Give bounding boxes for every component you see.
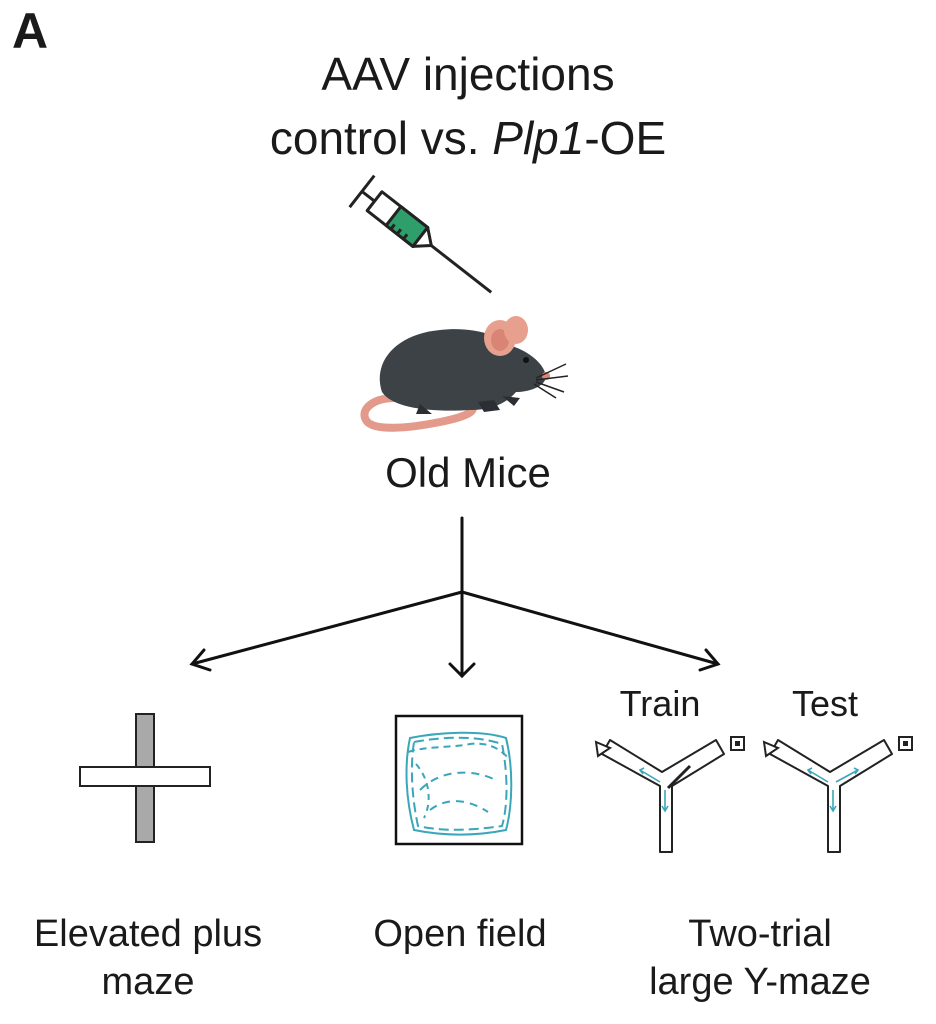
subject-label: Old Mice [385, 449, 551, 496]
plus-maze-icon [79, 713, 211, 843]
title-line-2: control vs. Plp1-OE [0, 108, 936, 168]
title-gene-name: Plp1 [492, 112, 585, 164]
y-maze-train-label: Train [619, 683, 701, 724]
panel-label: A [12, 3, 49, 59]
branch-arrows [189, 516, 721, 679]
mouse-icon [360, 316, 569, 432]
y-maze-test-icon [762, 736, 913, 853]
y-maze-test-label: Test [791, 683, 859, 724]
title-suffix: -OE [584, 112, 667, 164]
syringe-icon [348, 174, 493, 294]
open-field-label: Open field [330, 910, 590, 958]
elevated-plus-maze-label: Elevated plus maze [0, 910, 296, 1006]
y-maze-label-line-1: Two-trial [688, 913, 832, 955]
y-maze-label-line-2: large Y-maze [649, 961, 871, 1003]
y-maze-label: Two-trial large Y-maze [610, 910, 910, 1006]
elevated-plus-maze-label-line-1: Elevated plus [33, 913, 263, 955]
title-line-1: AAV injections [321, 48, 615, 100]
open-field-label-line-1: Open field [373, 913, 547, 955]
y-maze-train-icon [594, 736, 745, 853]
elevated-plus-maze-label-line-2: maze [101, 961, 195, 1003]
open-field-icon [394, 714, 524, 846]
title-prefix: control vs. [269, 112, 493, 164]
